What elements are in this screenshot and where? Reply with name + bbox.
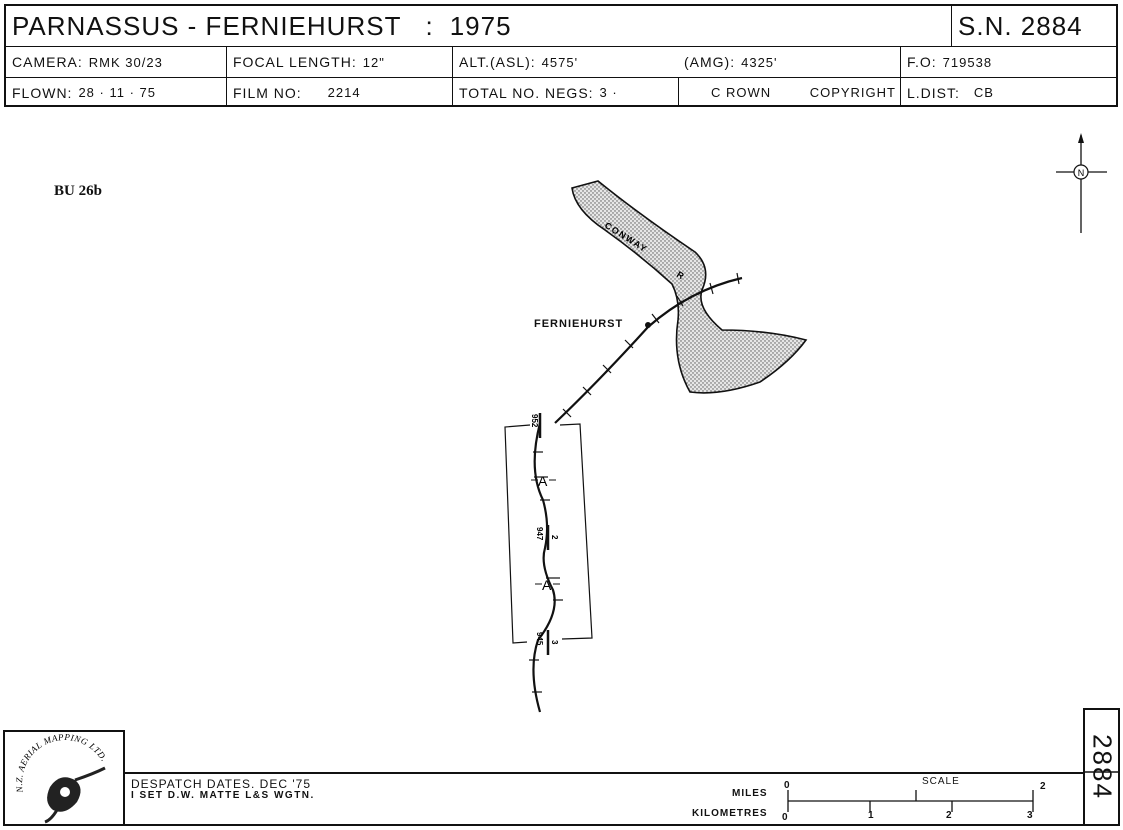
coverage-box [504, 423, 593, 644]
miles-tick-2: 2 [1040, 781, 1047, 792]
flown-label: FLOWN: [12, 84, 73, 101]
flown-cell: FLOWN: 28 · 11 · 75 [6, 78, 226, 107]
negs-label: TOTAL NO. NEGS: [459, 84, 594, 101]
focal-value: 12" [362, 54, 385, 70]
sn-side-box: 2884 [1083, 708, 1120, 826]
camera-value: RMK 30/23 [88, 54, 163, 70]
negs-value: 3 · [599, 85, 618, 100]
sn-cell: S.N. 2884 [951, 6, 1116, 46]
film-value: 2214 [327, 85, 361, 100]
km-tick-0: 0 [782, 812, 789, 823]
camera-label: CAMERA: [12, 54, 83, 70]
km-tick-2: 2 [946, 810, 953, 821]
flight-line-run [529, 413, 563, 713]
miles-tick-0: 0 [784, 780, 791, 791]
company-logo: N.Z. AERIAL MAPPING LTD. [3, 730, 125, 826]
copyright-cell: C ROWN COPYRIGHT [678, 78, 900, 107]
km-tick-1: 1 [868, 810, 875, 821]
fo-label: F.O: [907, 54, 937, 70]
camera-cell: CAMERA: RMK 30/23 [6, 47, 226, 77]
frame-number-3: 3 [550, 640, 559, 645]
copyright-label: COPYRIGHT [809, 85, 896, 100]
scale-title: SCALE [922, 776, 960, 787]
nz-aerial-mapping-logo-icon: N.Z. AERIAL MAPPING LTD. [14, 732, 109, 824]
frame-number-952: 952 [530, 414, 539, 428]
map-title: PARNASSUS - FERNIEHURST [12, 10, 402, 41]
flown-value: 28 · 11 · 75 [78, 85, 156, 100]
ldist-cell: L.DIST: CB [900, 78, 1116, 107]
ldist-label: L.DIST: [907, 84, 960, 101]
sn-number: S.N. 2884 [958, 10, 1083, 41]
title-row: PARNASSUS - FERNIEHURST : 1975 S.N. 2884 [6, 6, 1116, 47]
alt-asl-value: 4575' [541, 54, 579, 70]
km-tick-3: 3 [1027, 810, 1034, 821]
frame-number-947: 947 [535, 527, 544, 541]
year-separator: : [425, 10, 434, 41]
map-year: 1975 [449, 10, 512, 41]
run-letter-lower: A [542, 577, 552, 593]
crown-label: C ROWN [711, 85, 772, 100]
north-label: N [1078, 168, 1085, 178]
amg-cell: (AMG): 4325' [678, 47, 900, 77]
despatch-set: I SET D.W. MATTE L&S WGTN. [131, 790, 315, 801]
negs-cell: TOTAL NO. NEGS: 3 · [452, 78, 678, 107]
run-letter-upper: A [538, 473, 548, 489]
camera-row: CAMERA: RMK 30/23 FOCAL LENGTH: 12" ALT.… [6, 47, 1116, 78]
focal-label: FOCAL LENGTH: [233, 54, 357, 70]
despatch-dates: DESPATCH DATES. DEC '75 [131, 777, 311, 791]
film-label: FILM NO: [233, 84, 302, 101]
sn-side-number: 2884 [1087, 734, 1117, 800]
scale-bar [787, 790, 1034, 812]
despatch-info: DESPATCH DATES. DEC '75 I SET D.W. MATTE… [131, 778, 315, 802]
series-code: BU 26b [54, 183, 102, 199]
flight-line-ne [554, 272, 743, 424]
title-block: PARNASSUS - FERNIEHURST : 1975 S.N. 2884… [4, 4, 1118, 107]
alt-asl-cell: ALT.(ASL): 4575' [452, 47, 678, 77]
flight-row: FLOWN: 28 · 11 · 75 FILM NO: 2214 TOTAL … [6, 78, 1116, 107]
amg-value: 4325' [741, 54, 778, 70]
fo-cell: F.O: 719538 [900, 47, 1116, 77]
alt-asl-label: ALT.(ASL): [459, 54, 536, 70]
place-ferniehurst: FERNIEHURST [534, 318, 624, 330]
miles-label: MILES [732, 788, 768, 799]
fo-value: 719538 [942, 54, 993, 70]
frame-number-945: 945 [535, 632, 544, 646]
north-arrow-icon: N [1056, 133, 1107, 233]
river-abbr: R [675, 269, 686, 281]
frame-number-2: 2 [550, 535, 559, 540]
film-cell: FILM NO: 2214 [226, 78, 452, 107]
title-cell: PARNASSUS - FERNIEHURST : 1975 [6, 6, 951, 46]
conway-river [571, 180, 808, 394]
focal-cell: FOCAL LENGTH: 12" [226, 47, 452, 77]
ldist-value: CB [973, 85, 994, 100]
km-label: KILOMETRES [692, 808, 768, 819]
amg-label: (AMG): [684, 54, 736, 70]
